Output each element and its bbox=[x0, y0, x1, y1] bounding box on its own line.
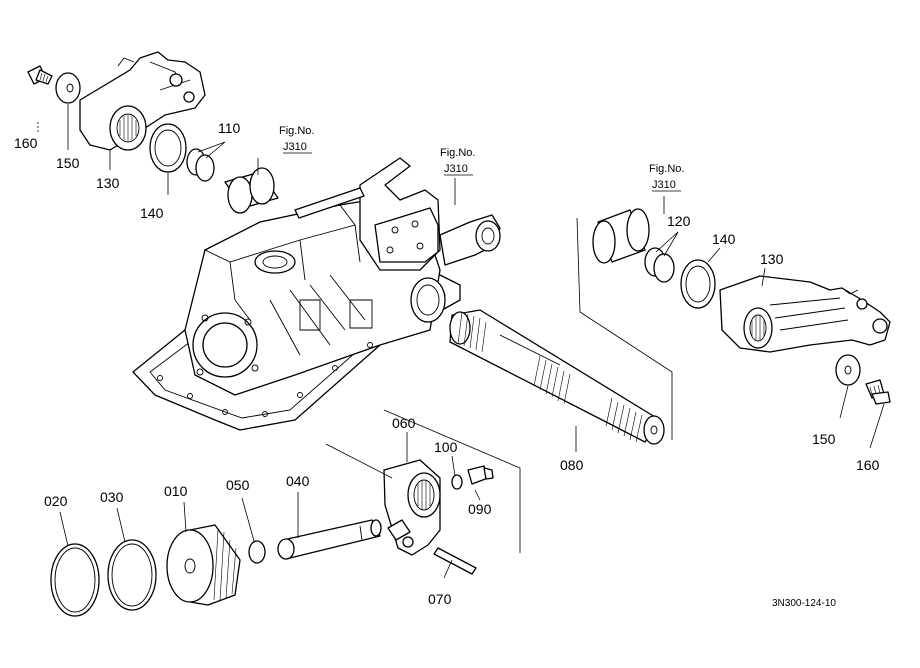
bolt-090 bbox=[467, 465, 494, 485]
shaft-080 bbox=[449, 309, 665, 445]
bushing-j310-right bbox=[592, 208, 650, 264]
drawing-code: 3N300-124-10 bbox=[772, 598, 836, 609]
right-lift-arm-group bbox=[576, 208, 891, 440]
fig-ref-b: J310 bbox=[444, 163, 468, 175]
fig-label-a: Fig.No. bbox=[279, 125, 314, 137]
backup-ring-030 bbox=[107, 539, 157, 611]
washer-150-right bbox=[835, 354, 861, 386]
callout-100: 100 bbox=[434, 439, 458, 455]
lift-arm-130-right bbox=[719, 275, 891, 353]
callout-070: 070 bbox=[428, 591, 452, 607]
cylinder-group bbox=[50, 409, 521, 617]
bushing-j310-left bbox=[224, 167, 279, 214]
callout-110: 110 bbox=[218, 120, 241, 136]
callout-150-right: 150 bbox=[812, 431, 836, 447]
callout-040: 040 bbox=[286, 473, 310, 489]
leader-lines bbox=[37, 104, 885, 579]
washer-100 bbox=[451, 474, 463, 490]
callout-160-right: 160 bbox=[856, 457, 880, 473]
o-ring-020 bbox=[50, 543, 100, 617]
callout-130-left: 130 bbox=[96, 175, 120, 191]
pin-070 bbox=[433, 547, 477, 575]
callout-030: 030 bbox=[100, 489, 124, 505]
piston-010 bbox=[166, 524, 241, 606]
callout-140-right: 140 bbox=[712, 231, 736, 247]
callout-150-left: 150 bbox=[56, 155, 80, 171]
callout-140-left: 140 bbox=[140, 205, 164, 221]
lever-060 bbox=[383, 459, 441, 556]
fig-label-b: Fig.No. bbox=[440, 147, 475, 159]
callout-labels: 160 150 130 140 110 Fig.No. J310 Fig.No.… bbox=[14, 120, 880, 609]
o-ring-120-b bbox=[653, 253, 675, 283]
callout-130-right: 130 bbox=[760, 251, 784, 267]
callout-050: 050 bbox=[226, 477, 250, 493]
o-ring-050 bbox=[248, 540, 266, 564]
callout-020: 020 bbox=[44, 493, 68, 509]
fig-ref-c: J310 bbox=[652, 179, 676, 191]
transmission-housing bbox=[132, 157, 501, 431]
callout-060: 060 bbox=[392, 415, 416, 431]
fig-label-c: Fig.No. bbox=[649, 163, 684, 175]
callout-160-left: 160 bbox=[14, 135, 38, 151]
callout-120: 120 bbox=[667, 213, 691, 229]
rod-040 bbox=[277, 519, 382, 560]
callout-080: 080 bbox=[560, 457, 584, 473]
left-lift-arm-group bbox=[27, 51, 279, 214]
callout-010: 010 bbox=[164, 483, 188, 499]
bolt-160-right bbox=[865, 379, 891, 405]
bolt-160-left bbox=[27, 65, 53, 85]
lift-arm-130-left bbox=[79, 51, 206, 151]
callout-090: 090 bbox=[468, 501, 492, 517]
o-ring-110-b bbox=[195, 154, 215, 182]
fig-ref-a: J310 bbox=[283, 141, 307, 153]
washer-150-left bbox=[55, 72, 81, 104]
